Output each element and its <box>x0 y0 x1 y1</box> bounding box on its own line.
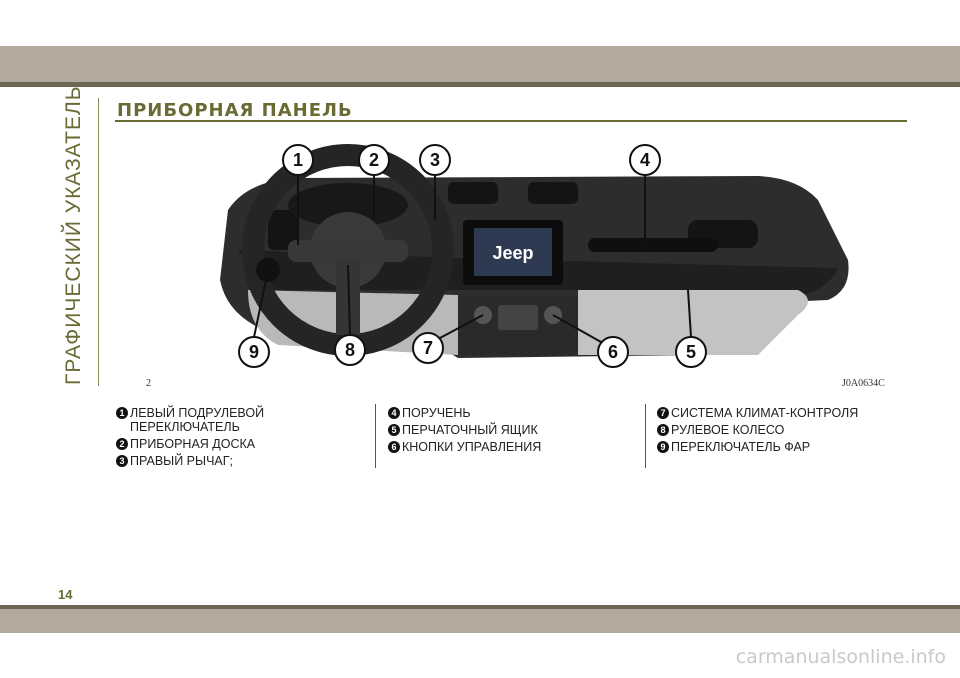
legend-label: ПРАВЫЙ РЫЧАГ; <box>130 454 233 468</box>
screen-brand: Jeep <box>492 243 533 263</box>
legend-item: 6 КНОПКИ УПРАВЛЕНИЯ <box>388 440 638 454</box>
legend-label: ЛЕВЫЙ ПОДРУЛЕВОЙ ПЕРЕКЛЮЧАТЕЛЬ <box>130 406 265 434</box>
legend-number: 9 <box>657 441 669 453</box>
page-number: 14 <box>58 587 73 602</box>
legend-divider <box>375 404 376 468</box>
legend-column-1: 1 ЛЕВЫЙ ПОДРУЛЕВОЙ ПЕРЕКЛЮЧАТЕЛЬ 2 ПРИБО… <box>116 406 366 471</box>
dashboard-figure: Jeep 1 2 3 4 5 6 7 8 9 <box>158 140 894 376</box>
callout-4: 4 <box>640 150 650 170</box>
legend-item: 9 ПЕРЕКЛЮЧАТЕЛЬ ФАР <box>657 440 917 454</box>
legend-label: СИСТЕМА КЛИМАТ-КОНТРОЛЯ <box>671 406 859 420</box>
callout-1: 1 <box>293 150 303 170</box>
footer-band <box>0 609 960 633</box>
callout-9: 9 <box>249 342 259 362</box>
legend-item: 3 ПРАВЫЙ РЫЧАГ; <box>116 454 366 468</box>
footer-band-rule <box>0 605 960 609</box>
legend-label: ПОРУЧЕНЬ <box>402 406 471 420</box>
figure-footer-left: 2 <box>146 378 151 389</box>
legend-number: 8 <box>657 424 669 436</box>
section-side-title: ГРАФИЧЕСКИЙ УКАЗАТЕЛЬ <box>62 85 85 385</box>
legend-label: КНОПКИ УПРАВЛЕНИЯ <box>402 440 542 454</box>
callout-3: 3 <box>430 150 440 170</box>
legend-number: 5 <box>388 424 400 436</box>
callout-5: 5 <box>686 342 696 362</box>
header-band <box>0 46 960 82</box>
header-band-rule <box>0 82 960 87</box>
legend-label: ПРИБОРНАЯ ДОСКА <box>130 437 256 451</box>
side-rule <box>98 98 99 386</box>
watermark: carmanualsonline.info <box>735 646 946 668</box>
legend-number: 6 <box>388 441 400 453</box>
legend-item: 8 РУЛЕВОЕ КОЛЕСО <box>657 423 917 437</box>
legend-number: 4 <box>388 407 400 419</box>
legend-item: 7 СИСТЕМА КЛИМАТ-КОНТРОЛЯ <box>657 406 917 420</box>
title-rule <box>115 120 907 122</box>
legend-item: 5 ПЕРЧАТОЧНЫЙ ЯЩИК <box>388 423 638 437</box>
legend-label: ПЕРЧАТОЧНЫЙ ЯЩИК <box>402 423 538 437</box>
legend-item: 1 ЛЕВЫЙ ПОДРУЛЕВОЙ ПЕРЕКЛЮЧАТЕЛЬ <box>116 406 366 434</box>
legend-item: 2 ПРИБОРНАЯ ДОСКА <box>116 437 366 451</box>
callout-2: 2 <box>369 150 379 170</box>
legend-label: ПЕРЕКЛЮЧАТЕЛЬ ФАР <box>671 440 811 454</box>
callout-7: 7 <box>423 338 433 358</box>
legend-divider <box>645 404 646 468</box>
legend-label: РУЛЕВОЕ КОЛЕСО <box>671 423 785 437</box>
legend-number: 1 <box>116 407 128 419</box>
legend-number: 3 <box>116 455 128 467</box>
legend-number: 7 <box>657 407 669 419</box>
legend-number: 2 <box>116 438 128 450</box>
legend-item: 4 ПОРУЧЕНЬ <box>388 406 638 420</box>
legend-column-2: 4 ПОРУЧЕНЬ 5 ПЕРЧАТОЧНЫЙ ЯЩИК 6 КНОПКИ У… <box>388 406 638 457</box>
callout-8: 8 <box>345 340 355 360</box>
page-title: ПРИБОРНАЯ ПАНЕЛЬ <box>117 100 353 121</box>
callout-6: 6 <box>608 342 618 362</box>
legend-column-3: 7 СИСТЕМА КЛИМАТ-КОНТРОЛЯ 8 РУЛЕВОЕ КОЛЕ… <box>657 406 917 457</box>
figure-code: J0A0634C <box>842 378 885 389</box>
